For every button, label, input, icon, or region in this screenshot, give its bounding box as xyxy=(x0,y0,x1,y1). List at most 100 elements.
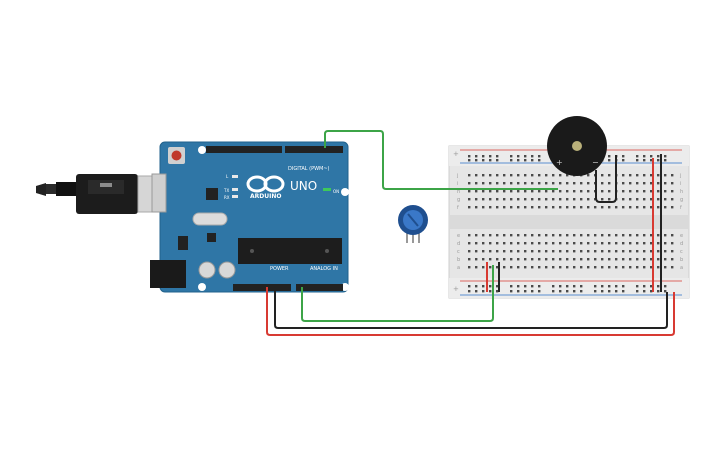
grid-hole[interactable] xyxy=(636,266,639,269)
rail-hole[interactable] xyxy=(517,155,520,158)
grid-hole[interactable] xyxy=(629,190,632,193)
grid-hole[interactable] xyxy=(650,258,653,261)
grid-hole[interactable] xyxy=(531,266,534,269)
grid-hole[interactable] xyxy=(587,182,590,185)
grid-hole[interactable] xyxy=(594,266,597,269)
grid-hole[interactable] xyxy=(580,206,583,209)
rail-hole[interactable] xyxy=(468,155,471,158)
grid-hole[interactable] xyxy=(671,182,674,185)
grid-hole[interactable] xyxy=(580,190,583,193)
grid-hole[interactable] xyxy=(615,266,618,269)
grid-hole[interactable] xyxy=(538,258,541,261)
grid-hole[interactable] xyxy=(517,182,520,185)
grid-hole[interactable] xyxy=(587,174,590,177)
grid-hole[interactable] xyxy=(622,242,625,245)
grid-hole[interactable] xyxy=(608,234,611,237)
rail-hole[interactable] xyxy=(510,155,513,158)
grid-hole[interactable] xyxy=(482,182,485,185)
grid-hole[interactable] xyxy=(531,250,534,253)
grid-hole[interactable] xyxy=(517,234,520,237)
grid-hole[interactable] xyxy=(559,266,562,269)
grid-hole[interactable] xyxy=(657,234,660,237)
rail-hole[interactable] xyxy=(608,285,611,288)
grid-hole[interactable] xyxy=(671,234,674,237)
grid-hole[interactable] xyxy=(538,242,541,245)
rail-hole[interactable] xyxy=(489,290,492,293)
rail-hole[interactable] xyxy=(489,155,492,158)
grid-hole[interactable] xyxy=(650,234,653,237)
grid-hole[interactable] xyxy=(475,174,478,177)
grid-hole[interactable] xyxy=(580,234,583,237)
grid-hole[interactable] xyxy=(622,190,625,193)
grid-hole[interactable] xyxy=(510,190,513,193)
grid-hole[interactable] xyxy=(622,250,625,253)
grid-hole[interactable] xyxy=(636,198,639,201)
grid-hole[interactable] xyxy=(608,198,611,201)
grid-hole[interactable] xyxy=(636,190,639,193)
rail-hole[interactable] xyxy=(643,285,646,288)
power-header[interactable] xyxy=(233,284,291,291)
grid-hole[interactable] xyxy=(636,234,639,237)
grid-hole[interactable] xyxy=(587,190,590,193)
grid-hole[interactable] xyxy=(615,250,618,253)
grid-hole[interactable] xyxy=(594,250,597,253)
grid-hole[interactable] xyxy=(517,242,520,245)
rail-hole[interactable] xyxy=(475,159,478,162)
grid-hole[interactable] xyxy=(475,234,478,237)
grid-hole[interactable] xyxy=(538,190,541,193)
grid-hole[interactable] xyxy=(629,182,632,185)
grid-hole[interactable] xyxy=(503,190,506,193)
grid-hole[interactable] xyxy=(643,174,646,177)
grid-hole[interactable] xyxy=(643,250,646,253)
rail-hole[interactable] xyxy=(650,290,653,293)
grid-hole[interactable] xyxy=(650,182,653,185)
grid-hole[interactable] xyxy=(566,258,569,261)
grid-hole[interactable] xyxy=(510,250,513,253)
piezo-buzzer[interactable]: + − xyxy=(547,116,607,176)
grid-hole[interactable] xyxy=(531,234,534,237)
grid-hole[interactable] xyxy=(587,234,590,237)
grid-hole[interactable] xyxy=(664,234,667,237)
grid-hole[interactable] xyxy=(587,258,590,261)
grid-hole[interactable] xyxy=(629,198,632,201)
grid-hole[interactable] xyxy=(601,250,604,253)
grid-hole[interactable] xyxy=(489,182,492,185)
grid-hole[interactable] xyxy=(496,242,499,245)
grid-hole[interactable] xyxy=(573,258,576,261)
grid-hole[interactable] xyxy=(524,206,527,209)
grid-hole[interactable] xyxy=(538,198,541,201)
rail-hole[interactable] xyxy=(657,290,660,293)
rail-hole[interactable] xyxy=(608,159,611,162)
grid-hole[interactable] xyxy=(573,190,576,193)
rail-hole[interactable] xyxy=(538,159,541,162)
grid-hole[interactable] xyxy=(601,206,604,209)
rail-hole[interactable] xyxy=(531,155,534,158)
grid-hole[interactable] xyxy=(559,190,562,193)
grid-hole[interactable] xyxy=(566,266,569,269)
grid-hole[interactable] xyxy=(482,242,485,245)
grid-hole[interactable] xyxy=(517,250,520,253)
grid-hole[interactable] xyxy=(552,174,555,177)
grid-hole[interactable] xyxy=(629,266,632,269)
grid-hole[interactable] xyxy=(664,258,667,261)
grid-hole[interactable] xyxy=(545,174,548,177)
grid-hole[interactable] xyxy=(510,198,513,201)
grid-hole[interactable] xyxy=(482,250,485,253)
grid-hole[interactable] xyxy=(496,182,499,185)
grid-hole[interactable] xyxy=(545,190,548,193)
rail-hole[interactable] xyxy=(468,290,471,293)
grid-hole[interactable] xyxy=(664,266,667,269)
grid-hole[interactable] xyxy=(475,206,478,209)
black-buzzer-loop[interactable] xyxy=(595,155,617,203)
grid-hole[interactable] xyxy=(587,206,590,209)
rail-hole[interactable] xyxy=(517,290,520,293)
rail-hole[interactable] xyxy=(657,159,660,162)
rail-hole[interactable] xyxy=(475,285,478,288)
grid-hole[interactable] xyxy=(517,266,520,269)
rail-hole[interactable] xyxy=(559,285,562,288)
rail-hole[interactable] xyxy=(475,155,478,158)
grid-hole[interactable] xyxy=(524,190,527,193)
grid-hole[interactable] xyxy=(531,190,534,193)
grid-hole[interactable] xyxy=(524,242,527,245)
grid-hole[interactable] xyxy=(482,258,485,261)
